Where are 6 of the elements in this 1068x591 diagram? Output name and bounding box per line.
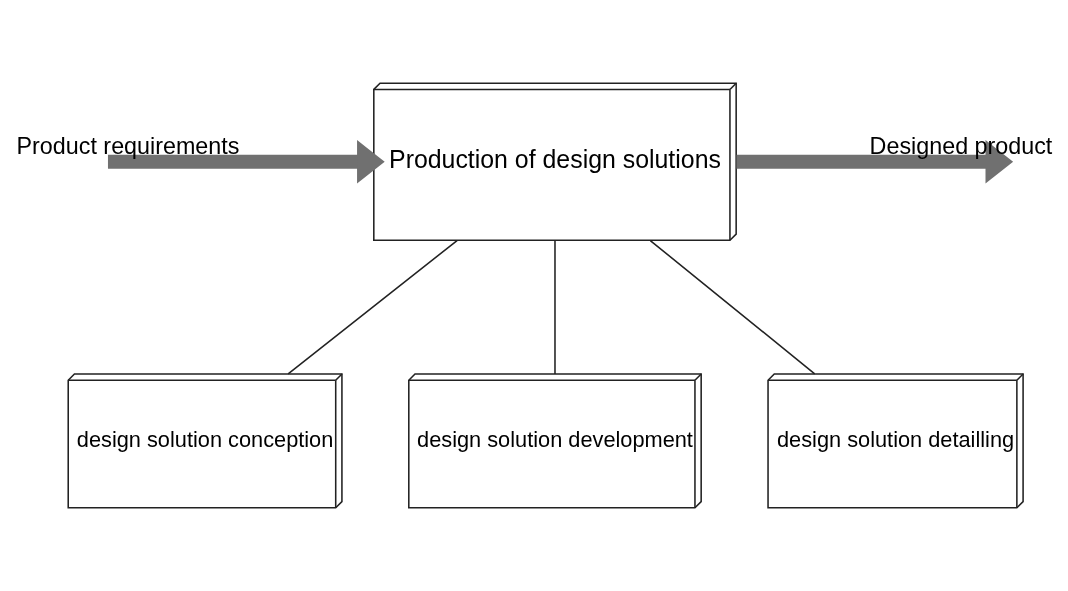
connector [287,239,458,375]
connector [649,239,816,375]
connector [554,240,556,375]
edge-label: Product requirements [16,132,240,159]
arrow [736,139,1014,184]
arrow [107,139,385,184]
